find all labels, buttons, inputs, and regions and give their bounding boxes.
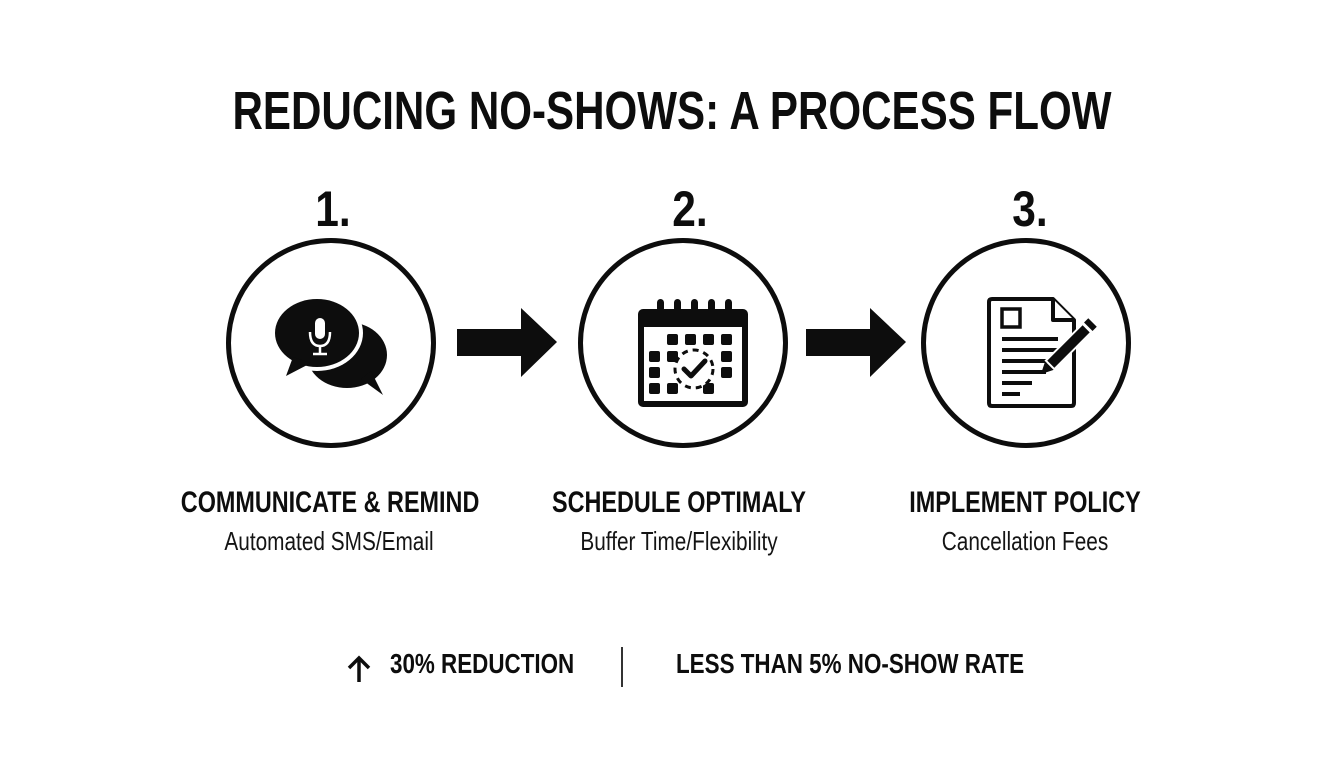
diagram-title: REDUCING NO-SHOWS: A PROCESS FLOW: [232, 81, 1112, 141]
step-2-label: SCHEDULE OPTIMALY Buffer Time/Flexibilit…: [489, 485, 869, 559]
step-3-label: IMPLEMENT POLICY Cancellation Fees: [835, 485, 1215, 559]
outcome-no-show-rate: LESS THAN 5% NO-SHOW RATE: [676, 648, 1025, 679]
calendar-check-icon: [638, 299, 748, 407]
step-3-circle: [921, 238, 1131, 448]
step-3-heading: IMPLEMENT POLICY: [909, 486, 1141, 519]
arrow-right-icon: [457, 308, 557, 377]
step-1-heading: COMMUNICATE & REMIND: [180, 486, 480, 519]
step-1-circle: [226, 238, 436, 448]
outcome-reduction: 30% REDUCTION: [390, 648, 575, 679]
step-2-number: 2.: [672, 181, 708, 237]
step-2-circle: [578, 238, 788, 448]
step-2-heading: SCHEDULE OPTIMALY: [552, 486, 806, 519]
step-1-number: 1.: [315, 181, 351, 237]
arrow-up-icon: [347, 655, 371, 682]
arrow-right-icon: [806, 308, 906, 377]
step-1-label: COMMUNICATE & REMIND Automated SMS/Email: [139, 485, 519, 559]
step-2-subtext: Buffer Time/Flexibility: [580, 526, 778, 556]
step-3-number: 3.: [1012, 181, 1048, 237]
chat-bubbles-microphone-icon: [271, 295, 387, 395]
document-pen-icon: [987, 297, 1097, 408]
step-1-subtext: Automated SMS/Email: [224, 526, 434, 556]
outcome-divider: [621, 647, 623, 687]
step-3-subtext: Cancellation Fees: [941, 526, 1109, 556]
